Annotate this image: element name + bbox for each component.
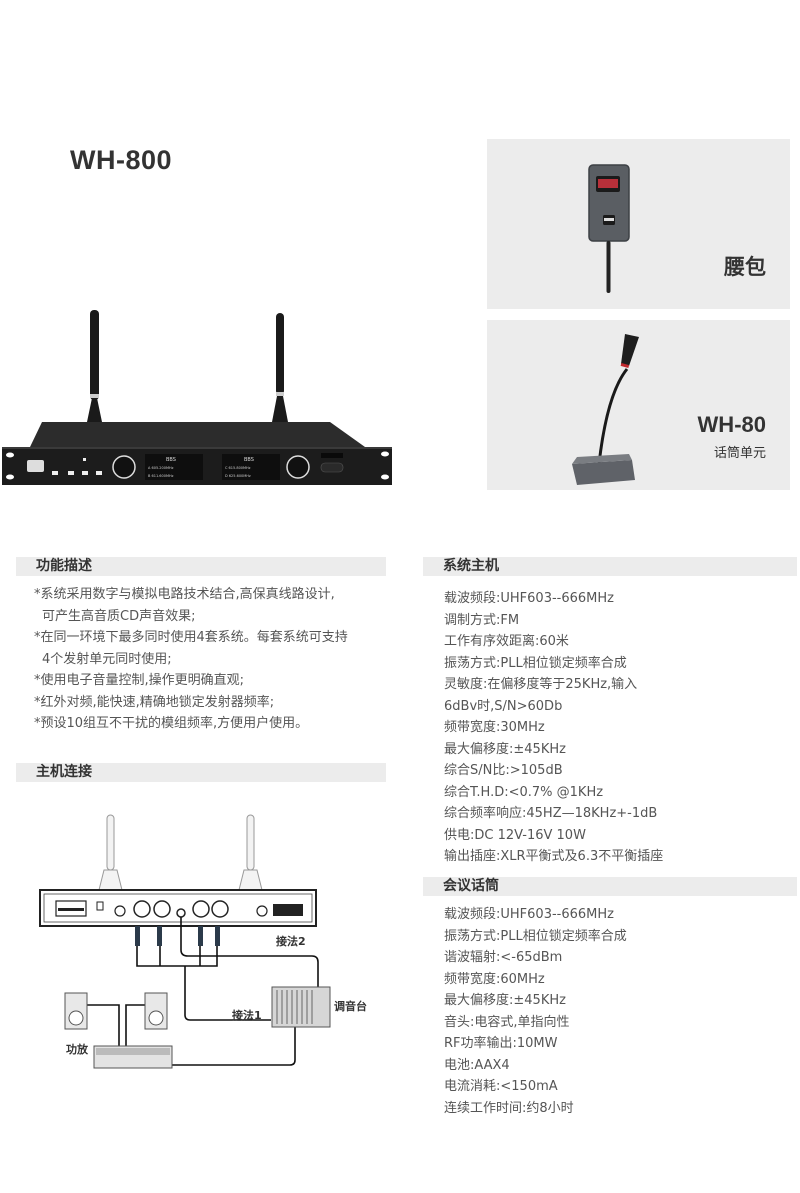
connection-section-header: 主机连接 [16,763,386,782]
spec-line: 综合S/N比:>105dB [444,763,563,778]
spec-line: 输出插座:XLR平衡式及6.3不平衡插座 [444,849,664,864]
feature-line: *系统采用数字与模拟电路技术结合,高保真线路设计, [34,587,335,602]
svg-text:BBS: BBS [244,457,254,463]
feature-line: 4个发射单元同时使用; [42,651,172,667]
spec-line: 连续工作时间:约8小时 [444,1100,574,1116]
bodypack-label: 腰包 [724,255,766,279]
spec-line: 音头:电容式,单指向性 [444,1014,570,1030]
spec-line: 调制方式:FM [444,612,520,628]
main-unit-image: BBS A 605.200MHz B 611.600MHz BBS C 615.… [0,300,400,500]
features-section-header: 功能描述 [16,557,386,576]
spec-line: 最大偏移度:±45KHz [444,993,566,1008]
system-host-section-header: 系统主机 [423,557,797,576]
microphone-model-label: WH-80 [697,412,766,437]
conference-mic-title: 会议话筒 [443,878,499,894]
feature-line: *红外对频,能快速,精确地锁定发射器频率; [34,694,275,710]
spec-line: 灵敏度:在偏移度等于25KHz,输入 [444,677,638,692]
spec-line: 电池:AAX4 [444,1057,510,1073]
spec-line: 振荡方式:PLL相位锁定频率合成 [444,928,627,944]
connection-diagram: 接法2 接法1 调音台 功放 [30,810,370,1080]
spec-line: 载波频段:UHF603--666MHz [444,591,614,606]
spec-line: 6dBv时,S/N>60Db [444,698,563,714]
system-host-title: 系统主机 [443,558,499,574]
mixer-label: 调音台 [334,1000,367,1013]
method1-label: 接法1 [232,1009,262,1022]
features-title: 功能描述 [36,558,92,574]
spec-line: 振荡方式:PLL相位锁定频率合成 [444,655,627,671]
spec-line: 频带宽度:60MHz [444,971,545,987]
spec-line: RF功率输出:10MW [444,1036,558,1051]
spec-line: 载波频段:UHF603--666MHz [444,907,614,922]
gooseneck-microphone-icon [572,334,639,485]
svg-text:B 611.600MHz: B 611.600MHz [148,474,174,478]
rack-receiver-icon: BBS A 605.200MHz B 611.600MHz BBS C 615.… [2,310,392,485]
feature-line: *使用电子音量控制,操作更明确直观; [34,673,245,688]
svg-text:A 605.200MHz: A 605.200MHz [148,466,174,470]
spec-line: 工作有序效距离:60米 [444,634,569,649]
svg-text:C 615.800MHz: C 615.800MHz [225,466,251,470]
feature-line: *预设10组互不干扰的模组频率,方便用户使用。 [34,716,309,731]
speaker-right [144,992,168,1030]
spec-line: 最大偏移度:±45KHz [444,741,566,757]
feature-line: *在同一环境下最多同时使用4套系统。每套系统可支持 [34,630,348,645]
bodypack-card: 腰包 [487,139,790,309]
spec-line: 频带宽度:30MHz [444,720,545,735]
speaker-left [64,992,88,1030]
method2-label: 接法2 [276,935,306,948]
system-host-spec-list: 载波频段:UHF603--666MHz 调制方式:FM 工作有序效距离:60米 … [444,588,663,868]
svg-text:D 625.600MHz: D 625.600MHz [225,474,251,478]
wiring-diagram-icon [39,814,331,1069]
spec-line: 供电:DC 12V-16V 10W [444,827,586,843]
conference-mic-section-header: 会议话筒 [423,877,797,896]
bodypack-transmitter-icon [588,164,630,293]
spec-line: 谐波辐射:<-65dBm [444,950,563,965]
microphone-card: WH-80 话筒单元 [487,320,790,490]
feature-line: 可产生高音质CD声音效果; [42,608,196,624]
features-list: *系统采用数字与模拟电路技术结合,高保真线路设计, 可产生高音质CD声音效果; … [34,584,348,735]
amplifier-label: 功放 [66,1043,88,1056]
spec-line: 电流消耗:<150mA [444,1079,558,1094]
conference-mic-spec-list: 载波频段:UHF603--666MHz 振荡方式:PLL相位锁定频率合成 谐波辐… [444,904,627,1119]
microphone-sublabel: 话筒单元 [713,446,766,461]
spec-line: 综合频率响应:45HZ—18KHz+-1dB [444,806,658,821]
svg-text:BBS: BBS [166,457,176,463]
connection-title: 主机连接 [36,764,92,780]
page-title: WH-800 [70,145,173,175]
spec-line: 综合T.H.D:<0.7% @1KHz [444,784,604,800]
